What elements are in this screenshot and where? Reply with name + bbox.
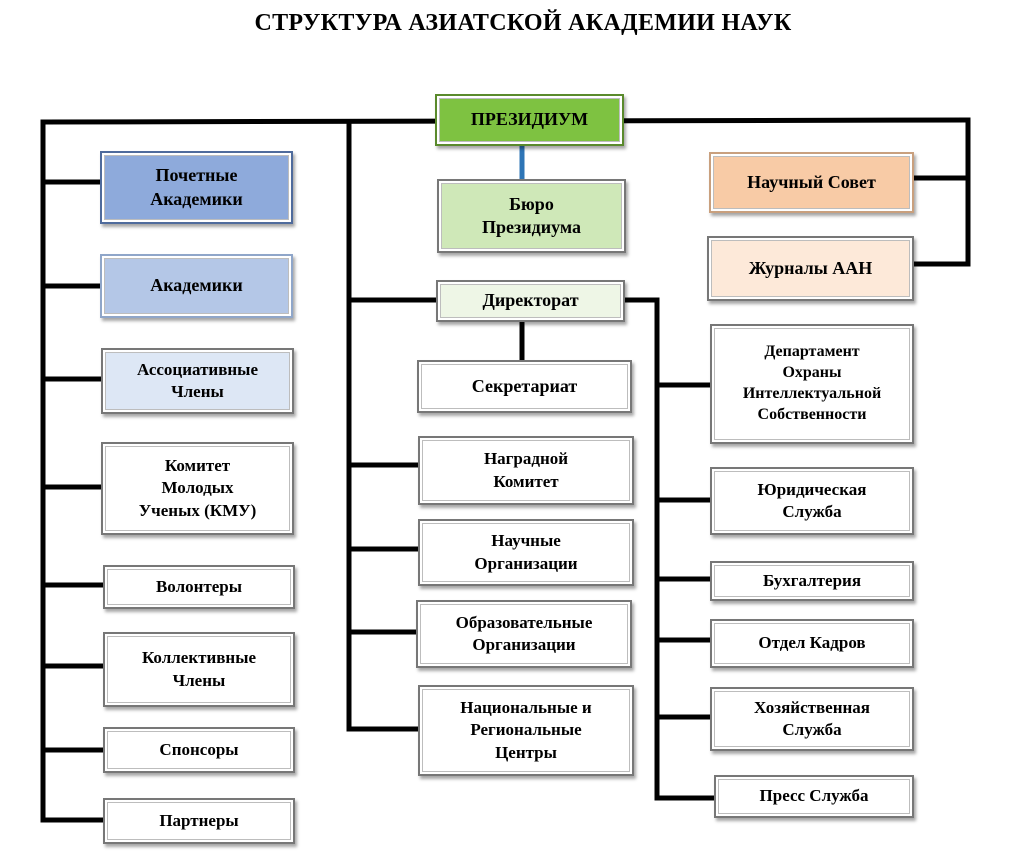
presidium-box: ПРЕЗИДИУМ	[435, 94, 624, 146]
awards-committee-box: Наградной Комитет	[418, 436, 634, 505]
bureau-box: Бюро Президиума	[437, 179, 626, 253]
press-service-label: Пресс Служба	[759, 786, 869, 806]
journals-label: Журналы ААН	[748, 257, 873, 278]
ip-department-label: Департамент Охраны Интеллектуальной Собс…	[742, 343, 882, 423]
press-service-box: Пресс Служба	[714, 775, 914, 818]
maintenance-service-box: Хозяйственная Служба	[710, 687, 914, 751]
academicians-label: Академики	[150, 275, 243, 296]
chart-title: СТРУКТУРА АЗИАТСКОЙ АКАДЕМИИ НАУК	[254, 10, 792, 36]
associate-members-box: Ассоциативные Члены	[101, 348, 294, 414]
awards-committee-label: Наградной Комитет	[483, 449, 569, 491]
honorary-academicians-label: Почетные Академики	[150, 165, 243, 209]
scientific-council-label: Научный Совет	[747, 171, 876, 192]
honorary-academicians-box: Почетные Академики	[100, 151, 293, 224]
directorate-label: Директорат	[482, 290, 579, 311]
partners-label: Партнеры	[159, 810, 239, 830]
educational-organizations-box: Образовательные Организации	[416, 600, 632, 668]
young-scientists-committee-label: Комитет Молодых Ученых (КМУ)	[138, 456, 257, 520]
partners-box: Партнеры	[103, 798, 295, 844]
associate-members-label: Ассоциативные Члены	[136, 359, 259, 401]
maintenance-service-label: Хозяйственная Служба	[754, 697, 870, 739]
secretariat-box: Секретариат	[417, 360, 632, 413]
bureau-label: Бюро Президиума	[482, 193, 581, 237]
ip-department-box: Департамент Охраны Интеллектуальной Собс…	[710, 324, 914, 444]
national-regional-centers-label: Национальные и Региональные Центры	[460, 698, 592, 762]
hr-department-box: Отдел Кадров	[710, 619, 914, 668]
national-regional-centers-box: Национальные и Региональные Центры	[418, 685, 634, 776]
educational-organizations-label: Образовательные Организации	[455, 612, 593, 654]
scientific-organizations-label: Научные Организации	[474, 531, 578, 573]
accounting-box: Бухгалтерия	[710, 561, 914, 601]
volunteers-label: Волонтеры	[155, 576, 243, 596]
scientific-council-box: Научный Совет	[709, 152, 914, 213]
directorate-box: Директорат	[436, 280, 625, 322]
presidium-label: ПРЕЗИДИУМ	[470, 109, 589, 130]
legal-service-label: Юридическая Служба	[757, 479, 867, 521]
sponsors-label: Спонсоры	[159, 739, 239, 759]
collective-members-box: Коллективные Члены	[103, 632, 295, 707]
journals-box: Журналы ААН	[707, 236, 914, 301]
hr-department-label: Отдел Кадров	[758, 633, 866, 653]
legal-service-box: Юридическая Служба	[710, 467, 914, 535]
accounting-label: Бухгалтерия	[762, 570, 862, 590]
secretariat-label: Секретариат	[471, 375, 578, 396]
young-scientists-committee-box: Комитет Молодых Ученых (КМУ)	[101, 442, 294, 535]
volunteers-box: Волонтеры	[103, 565, 295, 609]
sponsors-box: Спонсоры	[103, 727, 295, 773]
scientific-organizations-box: Научные Организации	[418, 519, 634, 586]
academicians-box: Академики	[100, 254, 293, 318]
collective-members-label: Коллективные Члены	[141, 648, 257, 690]
